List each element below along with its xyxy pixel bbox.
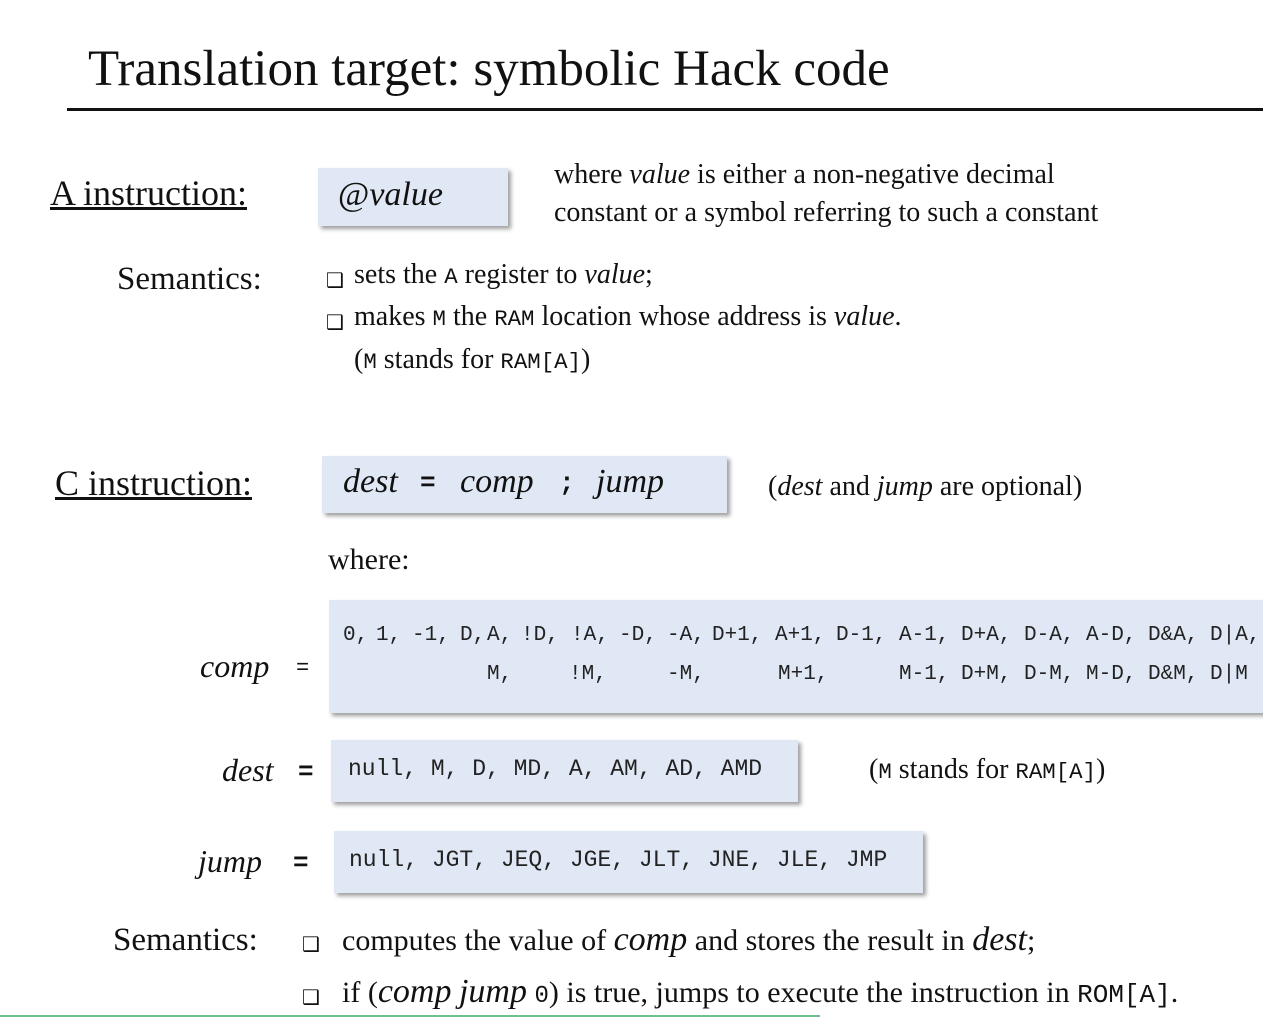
hollow-square-bullet-icon: ❑ <box>302 934 320 956</box>
comp-token: 1, <box>376 624 402 647</box>
comp-token: D+1, <box>712 624 763 647</box>
comp-token: D|M <box>1210 663 1248 686</box>
a-semantics-label: Semantics: <box>117 261 262 297</box>
c-instruction-heading: C instruction: <box>55 463 252 503</box>
jump-label: jump <box>198 843 262 879</box>
optional-note: (dest and jump are optional) <box>768 471 1083 502</box>
a-m-note: (M stands for RAM[A]) <box>354 344 591 375</box>
comp-token: D, <box>460 624 486 647</box>
hollow-square-bullet-icon: ❑ <box>326 312 344 334</box>
page-title: Translation target: symbolic Hack code <box>88 41 890 97</box>
syntax-dest: dest <box>343 463 398 500</box>
comp-token: !M, <box>569 663 607 686</box>
jump-equals: = <box>293 848 309 878</box>
comp-token: M-D, <box>1086 663 1137 686</box>
a-semantics-bullet-1: sets the A register to value; <box>354 259 653 290</box>
a-instruction-heading: A instruction: <box>50 173 247 213</box>
comp-token: M-1, <box>899 663 950 686</box>
hollow-square-bullet-icon: ❑ <box>326 270 344 292</box>
value-placeholder: value <box>369 176 443 213</box>
comp-token: 0, <box>343 624 369 647</box>
comp-token: -M, <box>667 663 705 686</box>
comp-token: D&A, <box>1148 624 1199 647</box>
a-description-line-1: where value is either a non-negative dec… <box>554 159 1055 190</box>
jump-values: null, JGT, JEQ, JGE, JLT, JNE, JLE, JMP <box>349 847 888 873</box>
comp-token: !A, <box>571 624 609 647</box>
comp-token: D|A, <box>1210 624 1261 647</box>
comp-token: A-D, <box>1086 624 1137 647</box>
dest-values: null, M, D, MD, A, AM, AD, AMD <box>348 756 763 782</box>
comp-label: comp <box>200 648 270 684</box>
a-instruction-syntax-box <box>318 168 508 226</box>
where-label: where: <box>328 543 410 576</box>
hollow-square-bullet-icon: ❑ <box>302 987 320 1009</box>
dest-label: dest <box>222 752 274 788</box>
a-description-line-2: constant or a symbol referring to such a… <box>554 197 1099 228</box>
syntax-comp: comp <box>460 463 534 500</box>
comp-token: A, <box>487 624 513 647</box>
comp-token: D+M, <box>961 663 1012 686</box>
bottom-accent-line <box>0 1015 820 1017</box>
comp-token: -1, <box>412 624 450 647</box>
comp-token: D&M, <box>1148 663 1199 686</box>
c-semantics-bullet-2: if (comp jump 0) is true, jumps to execu… <box>342 973 1179 1010</box>
title-underline <box>67 108 1263 111</box>
comp-token: D+A, <box>961 624 1012 647</box>
comp-token: -D, <box>619 624 657 647</box>
comp-token: D-M, <box>1024 663 1075 686</box>
comp-token: D-1, <box>836 624 887 647</box>
dest-m-note: (M stands for RAM[A]) <box>869 754 1106 785</box>
a-semantics-bullet-2: makes M the RAM location whose address i… <box>354 301 902 332</box>
a-instruction-syntax: @value <box>338 176 443 214</box>
dest-equals: = <box>298 757 314 787</box>
c-semantics-bullet-1: computes the value of comp and stores th… <box>342 921 1036 958</box>
c-semantics-label: Semantics: <box>113 922 258 958</box>
comp-token: A-1, <box>899 624 950 647</box>
comp-token: !D, <box>521 624 559 647</box>
syntax-jump: jump <box>596 463 664 500</box>
at-sign: @ <box>338 176 370 213</box>
syntax-semicolon: ; <box>559 468 575 498</box>
comp-equals: = <box>296 656 310 681</box>
comp-token: -A, <box>667 624 705 647</box>
jump-values-box <box>334 831 923 893</box>
syntax-equals: = <box>420 468 436 498</box>
comp-token: D-A, <box>1024 624 1075 647</box>
comp-values-box <box>329 600 1263 713</box>
dest-values-box <box>331 740 798 802</box>
comp-token: M, <box>487 663 513 686</box>
comp-token: M+1, <box>778 663 829 686</box>
comp-token: A+1, <box>775 624 826 647</box>
c-instruction-syntax-box <box>322 456 727 513</box>
